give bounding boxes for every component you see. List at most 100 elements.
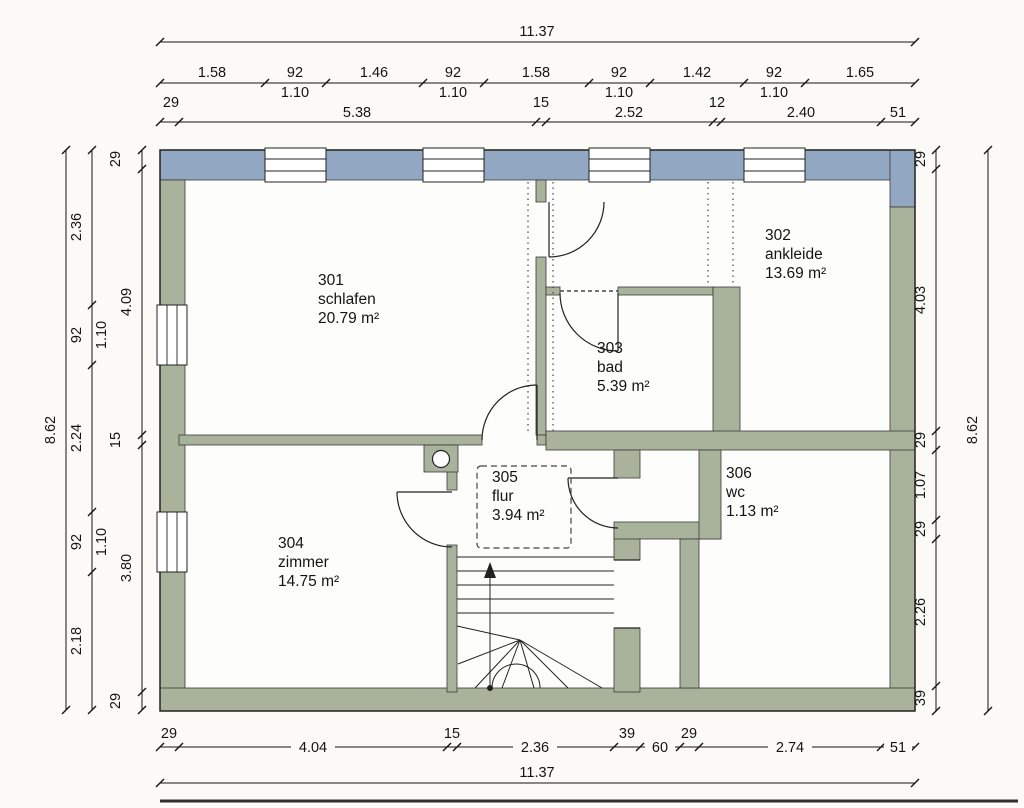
room-labels: 301 schlafen 20.79 m² 302 ankleide 13.69… [278, 227, 826, 590]
window-top-2 [422, 147, 485, 183]
dim-label: 2.74 [776, 740, 804, 756]
staircase [456, 556, 614, 691]
dim-label: 1.07 [913, 471, 929, 499]
dim-tick [716, 117, 726, 127]
dim-tick [155, 78, 165, 88]
room-label-303: 303 bad 5.39 m² [597, 340, 650, 395]
dim-tick [531, 117, 541, 127]
dim-tick [931, 164, 941, 174]
room-name: zimmer [278, 554, 329, 571]
walls [159, 179, 916, 712]
dim-tick [137, 164, 147, 174]
dim-tick [137, 145, 147, 155]
dim-tick [155, 117, 165, 127]
dim-tick [931, 681, 941, 691]
dim-label: 1.58 [198, 65, 226, 81]
room-area: 5.39 m² [597, 378, 650, 395]
dim-tick [260, 78, 270, 88]
dim-tick [931, 445, 941, 455]
door-301-flur [481, 384, 538, 441]
dim-label: 4.03 [913, 286, 929, 314]
dim-label: 1.46 [360, 65, 388, 81]
dim-tick [155, 742, 165, 752]
dim-label: 1.10 [281, 85, 309, 101]
dim-tick [910, 778, 920, 788]
door-bad [559, 290, 619, 352]
dim-label: 39 [619, 726, 635, 742]
dim-tick [931, 515, 941, 525]
dim-tick [645, 78, 655, 88]
dim-label: 29 [913, 151, 929, 167]
dim-tick [931, 534, 941, 544]
dim-label: 29 [108, 693, 124, 709]
flur-dashed-outline [476, 465, 572, 549]
dim-tick [910, 742, 920, 752]
dim-label: 29 [163, 95, 179, 111]
dim-label: 51 [890, 105, 906, 121]
dim-tick [137, 705, 147, 715]
dim-label: 29 [161, 726, 177, 742]
dim-label: 92 [766, 65, 782, 81]
dim-tick [87, 360, 97, 370]
overhead-dotted-lines [527, 182, 734, 433]
dim-label: 15 [533, 95, 549, 111]
room-name: flur [492, 488, 514, 505]
dim-label: 11.37 [519, 24, 554, 40]
dim-label: 2.40 [787, 105, 815, 121]
window-top-3 [588, 147, 651, 183]
dim-label: 2.24 [69, 424, 85, 452]
dim-label: 2.36 [521, 740, 549, 756]
dim-tick [931, 426, 941, 436]
dim-tick [61, 705, 71, 715]
dim-label: 1.10 [439, 85, 467, 101]
room-number: 301 [318, 272, 344, 289]
dim-label: 4.04 [299, 740, 327, 756]
dim-label: 1.10 [94, 528, 110, 556]
door-301-302 [548, 201, 605, 258]
dim-label: 60 [652, 740, 668, 756]
dim-tick [931, 706, 941, 716]
dim-label: 51 [890, 740, 906, 756]
dim-tick [983, 706, 993, 716]
dim-tick [418, 78, 428, 88]
room-number: 305 [492, 469, 518, 486]
dim-tick [442, 742, 452, 752]
room-label-305: 305 flur 3.94 m² [492, 469, 545, 524]
dim-tick [87, 300, 97, 310]
dim-tick [910, 37, 920, 47]
dim-tick [479, 78, 489, 88]
dim-label: 1.10 [760, 85, 788, 101]
dim-label: 39 [913, 690, 929, 706]
room-number: 302 [765, 227, 791, 244]
dim-label: 92 [69, 327, 85, 343]
room-number: 304 [278, 535, 304, 552]
dim-tick [584, 78, 594, 88]
room-label-301: 301 schlafen 20.79 m² [318, 272, 379, 327]
dim-tick [983, 145, 993, 155]
dimension-labels: 11.37 1.58 92 1.46 92 1.58 92 1.42 92 1.… [43, 24, 981, 781]
stair-direction-arrow [484, 562, 496, 691]
room-name: bad [597, 359, 623, 376]
dim-tick [137, 687, 147, 697]
dim-tick [876, 742, 886, 752]
dim-label: 3.80 [119, 554, 135, 582]
dim-label: 2.26 [913, 598, 929, 626]
dim-label: 2.18 [69, 627, 85, 655]
dim-label: 4.09 [119, 288, 135, 316]
dim-tick [452, 742, 462, 752]
window-left-1 [156, 304, 188, 366]
dim-tick [155, 37, 165, 47]
dim-tick [137, 440, 147, 450]
dim-tick [87, 507, 97, 517]
dim-label: 92 [611, 65, 627, 81]
room-label-302: 302 ankleide 13.69 m² [765, 227, 826, 282]
room-number: 303 [597, 340, 623, 357]
dim-tick [876, 117, 886, 127]
dim-tick [708, 117, 718, 127]
room-number: 306 [726, 465, 752, 482]
dim-label: 2.36 [69, 213, 85, 241]
dim-tick [635, 742, 645, 752]
dim-label: 29 [913, 521, 929, 537]
room-label-306: 306 wc 1.13 m² [725, 465, 779, 520]
